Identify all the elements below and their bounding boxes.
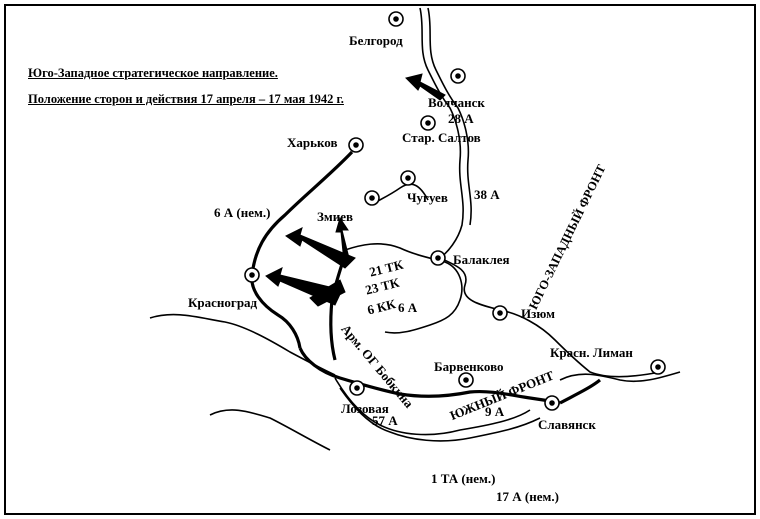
southern-road <box>334 377 531 436</box>
map-frame <box>4 4 756 515</box>
bridgehead-line <box>344 242 463 334</box>
city-label-kharkov: Харьков <box>287 135 338 150</box>
city-label-balakleya: Балаклея <box>453 252 510 267</box>
orel-river <box>149 313 336 376</box>
city-marker-kharkov <box>348 137 364 153</box>
attack-arrows <box>265 73 446 307</box>
unit-label-6a-german: 6 А (нем.) <box>214 205 271 220</box>
city-marker-slavyansk <box>544 395 560 411</box>
city-marker-belgorod <box>388 11 404 27</box>
bridgehead-west-line <box>329 254 347 361</box>
city-label-krasnograd: Красноград <box>188 295 258 310</box>
city-marker-krasnograd <box>244 267 260 283</box>
unit-label-6a: 6 А <box>398 300 418 315</box>
volchansk-arrow <box>405 73 446 101</box>
seversky-donets-river-bank <box>427 7 472 226</box>
city-marker-star-saltov <box>420 115 436 131</box>
attack-arrow-zmiev-2 <box>335 216 351 263</box>
city-label-slavyansk: Славянск <box>538 417 596 432</box>
map-title-line2: Положение сторон и действия 17 апреля – … <box>28 92 344 106</box>
unit-label-9a: 9 А <box>485 404 505 419</box>
city-label-zmiev: Змиев <box>317 209 353 224</box>
city-marker-barvenkovo <box>458 372 474 388</box>
city-label-krasn-liman: Красн. Лиман <box>550 345 633 360</box>
city-label-lozovaya: Лозовая <box>341 401 389 416</box>
city-label-belgorod: Белгород <box>349 33 403 48</box>
city-marker-krasn-liman <box>650 359 666 375</box>
city-marker-zmiev <box>364 190 380 206</box>
city-marker-lozovaya <box>349 380 365 396</box>
attack-wedge <box>309 279 346 307</box>
slavyansk-front <box>559 378 601 405</box>
unit-label-28a: 28 А <box>448 111 474 126</box>
city-label-volchansk: Волчанск <box>428 95 485 110</box>
donets-south-river <box>439 257 661 378</box>
attack-arrow-zmiev-1 <box>285 227 356 269</box>
rivers <box>149 7 681 451</box>
city-marker-izyum <box>492 305 508 321</box>
map-title-line1: Юго-Западное стратегическое направление. <box>28 66 278 80</box>
liman-river <box>559 371 681 383</box>
city-marker-balakleya <box>430 250 446 266</box>
southern-road-2 <box>339 387 541 442</box>
unit-label-17a-german: 17 А (нем.) <box>496 489 559 504</box>
seversky-donets-river <box>419 7 464 259</box>
city-label-chuguev: Чугуев <box>407 190 448 205</box>
unit-label-57a: 57 А <box>372 413 398 428</box>
city-label-barvenkovo: Барвенково <box>434 359 504 374</box>
city-marker-chuguev <box>400 170 416 186</box>
southern-front-line <box>298 347 561 405</box>
city-label-izyum: Изюм <box>521 306 555 321</box>
city-marker-volchansk <box>450 68 466 84</box>
unit-label-1ta-german: 1 ТА (нем.) <box>431 471 496 486</box>
unit-label-38a: 38 А <box>474 187 500 202</box>
city-label-star-saltov: Стар. Салтов <box>402 130 481 145</box>
samara-river <box>209 409 331 451</box>
city-markers <box>244 11 666 411</box>
